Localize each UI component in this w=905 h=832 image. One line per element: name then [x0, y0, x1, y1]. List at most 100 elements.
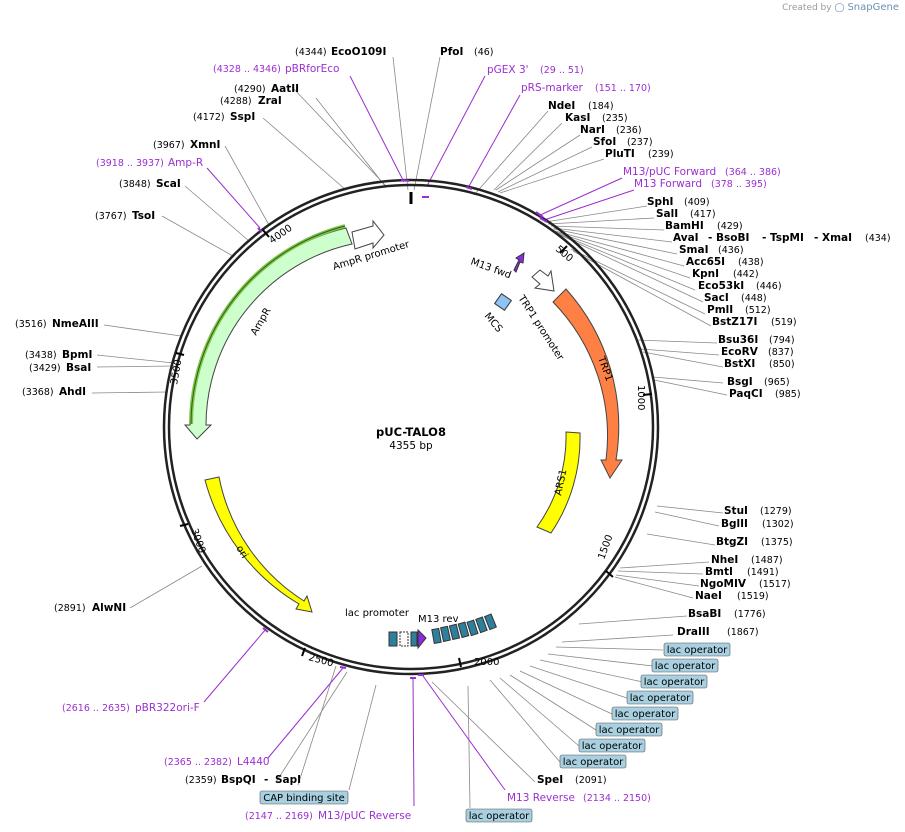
primer-name: M13 Reverse: [507, 792, 575, 804]
lac-operator-box[interactable]: [465, 808, 533, 823]
m13-rev-feature[interactable]: [417, 628, 427, 650]
site-pos: (2359): [185, 775, 217, 786]
site-pos: (1491): [747, 567, 779, 578]
lac-operator-box[interactable]: [663, 642, 731, 657]
primer-name: Amp-R: [168, 157, 203, 169]
ori-feature[interactable]: [204, 476, 313, 613]
trp1-feature[interactable]: [552, 288, 623, 479]
site-name: SfoI: [593, 136, 616, 148]
site-name: DraIII: [677, 626, 710, 638]
lac-operator-box[interactable]: [578, 738, 646, 753]
site-name: StuI: [724, 505, 748, 517]
tick-label: 4000: [267, 223, 294, 247]
m13-fwd-feature[interactable]: [513, 252, 525, 273]
site-pos: (794): [769, 335, 795, 346]
site-pos: (3429): [29, 363, 61, 374]
lac-operator-box[interactable]: [640, 674, 708, 689]
site-pos: (46): [474, 47, 494, 58]
site-name: BstXI: [724, 358, 755, 370]
site-pos: (438): [738, 257, 764, 268]
site-pos: (237): [627, 137, 653, 148]
m13-fwd-label: M13 fwd: [469, 256, 513, 281]
leader-lines: [91, 56, 728, 809]
site-name: BtgZI: [716, 536, 748, 548]
lac-operator-box[interactable]: [626, 690, 694, 705]
lac-operator-block[interactable]: [448, 623, 461, 641]
box-label: lac operator: [599, 725, 660, 736]
site-pos: (2091): [575, 775, 607, 786]
trp1-promoter-feature[interactable]: [531, 269, 555, 292]
site-pos: (985): [775, 389, 801, 400]
site-name: XmnI: [190, 139, 220, 151]
site-pos: (3438): [25, 350, 57, 361]
lac-operator-block[interactable]: [457, 621, 470, 639]
lac-operator-block[interactable]: [483, 613, 497, 631]
primer-pos: (2134 .. 2150): [583, 793, 651, 804]
site-name: NmeAIII: [52, 318, 99, 330]
site-name: SacI: [704, 292, 729, 304]
site-pos: (3848): [119, 179, 151, 190]
site-name: - TspMI: [762, 232, 804, 244]
box-label: lac operator: [667, 645, 728, 656]
backbone-inner: [167, 183, 655, 671]
site-pos: (3368): [22, 387, 54, 398]
site-name: NgoMIV: [700, 578, 747, 590]
site-name: Bsu36I: [718, 334, 758, 346]
lac-operator-block[interactable]: [388, 631, 398, 647]
site-pos: (2891): [54, 603, 86, 614]
site-pos: (436): [718, 245, 744, 256]
site-name: AvaI: [673, 232, 699, 244]
site-pos: (1279): [760, 506, 792, 517]
tick-marks: [175, 229, 653, 668]
boxed-labels: lac operator lac operator lac operator l…: [259, 642, 731, 823]
ampr-promoter-feature[interactable]: [351, 219, 385, 250]
lac-operator-block[interactable]: [466, 619, 479, 637]
primer-leaders: [203, 75, 635, 807]
lac-operator-block[interactable]: [440, 625, 451, 643]
cap-binding-site-box[interactable]: [259, 790, 349, 805]
site-name: BpmI: [62, 349, 92, 361]
site-pos: (448): [741, 293, 767, 304]
site-name: BamHI: [665, 220, 704, 232]
lac-operator-box[interactable]: [611, 706, 679, 721]
lac-operator-box[interactable]: [595, 722, 663, 737]
site-pos: (4344): [295, 47, 327, 58]
credit-brand: SnapGene: [847, 2, 899, 13]
box-label: lac operator: [630, 693, 691, 704]
site-pos: (409): [684, 197, 710, 208]
lac-operator-array: [431, 613, 497, 644]
site-pos: (4288): [220, 96, 252, 107]
site-name: AhdI: [59, 386, 86, 398]
lac-operator-block[interactable]: [410, 631, 418, 647]
lac-operator-box[interactable]: [651, 658, 719, 673]
box-label: lac operator: [469, 811, 530, 822]
box-label: lac operator: [563, 757, 624, 768]
box-label: lac operator: [655, 661, 716, 672]
site-name: ZraI: [258, 95, 282, 107]
site-name: BsgI: [727, 376, 753, 388]
lac-operator-box[interactable]: [559, 754, 627, 769]
mcs-feature[interactable]: [493, 292, 513, 312]
primer-pos: (2365 .. 2382): [164, 757, 232, 768]
primer-name: pBR322ori-F: [135, 702, 200, 714]
site-pos: (1519): [737, 591, 769, 602]
ampr-feature[interactable]: [183, 227, 353, 440]
site-name: - XmaI: [814, 232, 852, 244]
lac-operator-block[interactable]: [431, 627, 442, 644]
plasmid-length: 4355 bp: [389, 440, 433, 452]
primer-pos: (4328 .. 4346): [213, 64, 281, 75]
site-name: AatII: [271, 83, 299, 95]
cap-site-block[interactable]: [399, 631, 409, 647]
site-name: -: [264, 774, 268, 786]
mcs-label: MCS: [482, 311, 505, 335]
primer-pos: (2616 .. 2635): [62, 703, 130, 714]
primer-pos: (2147 .. 2169): [245, 811, 313, 822]
site-name: PmlI: [707, 304, 733, 316]
lac-operator-block[interactable]: [475, 616, 488, 634]
ars1-label: ARS1: [553, 468, 569, 496]
site-pos: (837): [768, 347, 794, 358]
site-pos: (184): [588, 101, 614, 112]
site-pos: (1867): [727, 627, 759, 638]
primer-name: M13/pUC Forward: [623, 166, 716, 178]
ars1-feature[interactable]: [536, 431, 581, 534]
